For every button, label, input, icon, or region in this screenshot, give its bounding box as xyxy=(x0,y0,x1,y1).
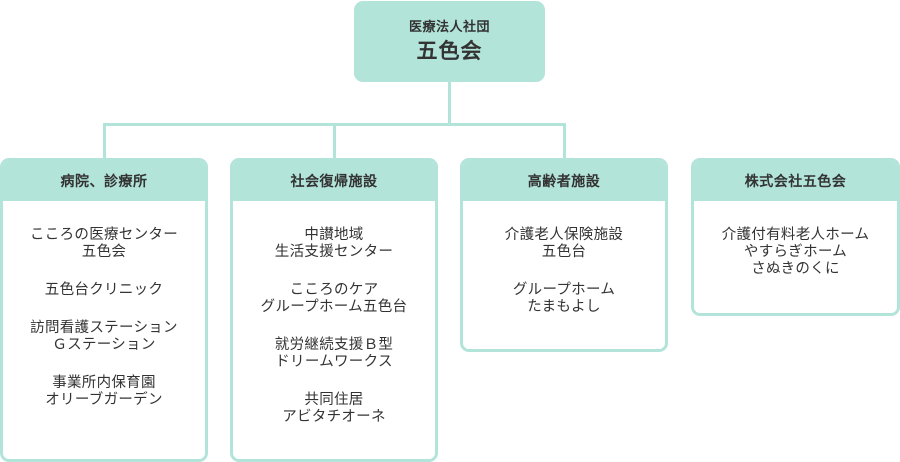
facility-item: 就労継続支援Ｂ型 ドリームワークス xyxy=(274,337,394,370)
category-box-clinics: 病院、診療所 こころの医療センター 五色会 五色台クリニック 訪問看護ステーショ… xyxy=(0,158,208,462)
facility-item: 介護付有料老人ホーム やすらぎホーム さぬきのくに xyxy=(721,227,870,277)
category-header: 病院、診療所 xyxy=(3,161,205,201)
org-type-label: 医療法人社団 xyxy=(408,19,490,35)
category-box-company: 株式会社五色会 介護付有料老人ホーム やすらぎホーム さぬきのくに xyxy=(691,158,900,316)
facility-item: 中讃地域 生活支援センター xyxy=(274,227,394,260)
connector-branch-rehab xyxy=(333,123,336,160)
facility-item: 介護老人保険施設 五色台 xyxy=(504,227,624,260)
facility-list: 介護付有料老人ホーム やすらぎホーム さぬきのくに xyxy=(694,201,897,278)
facility-item: 共同住居 アビタチオーネ xyxy=(282,392,386,425)
facility-item: こころのケア グループホーム五色台 xyxy=(260,282,408,315)
connector-root-stem xyxy=(448,82,451,126)
connector-branch-elderly xyxy=(563,123,566,160)
facility-list: こころの医療センター 五色会 五色台クリニック 訪問看護ステーション Ｇステーシ… xyxy=(3,201,205,409)
category-box-rehab: 社会復帰施設 中讃地域 生活支援センター こころのケア グループホーム五色台 就… xyxy=(230,158,438,462)
facility-item: 訪問看護ステーション Ｇステーション xyxy=(30,320,178,353)
facility-item: 五色台クリニック xyxy=(44,282,164,298)
facility-list: 中讃地域 生活支援センター こころのケア グループホーム五色台 就労継続支援Ｂ型… xyxy=(233,201,435,426)
category-header: 社会復帰施設 xyxy=(233,161,435,201)
category-header: 高齢者施設 xyxy=(463,161,665,201)
facility-item: 事業所内保育園 オリーブガーデン xyxy=(45,375,163,408)
connector-branch-clinics xyxy=(103,123,106,160)
category-header: 株式会社五色会 xyxy=(694,161,897,201)
category-box-elderly: 高齢者施設 介護老人保険施設 五色台 グループホーム たまもよし xyxy=(460,158,668,352)
facility-item: グループホーム たまもよし xyxy=(512,282,616,315)
facility-list: 介護老人保険施設 五色台 グループホーム たまもよし xyxy=(463,201,665,316)
org-name: 五色会 xyxy=(416,38,483,63)
facility-item: こころの医療センター 五色会 xyxy=(30,227,178,260)
org-root-node: 医療法人社団 五色会 xyxy=(354,1,545,82)
